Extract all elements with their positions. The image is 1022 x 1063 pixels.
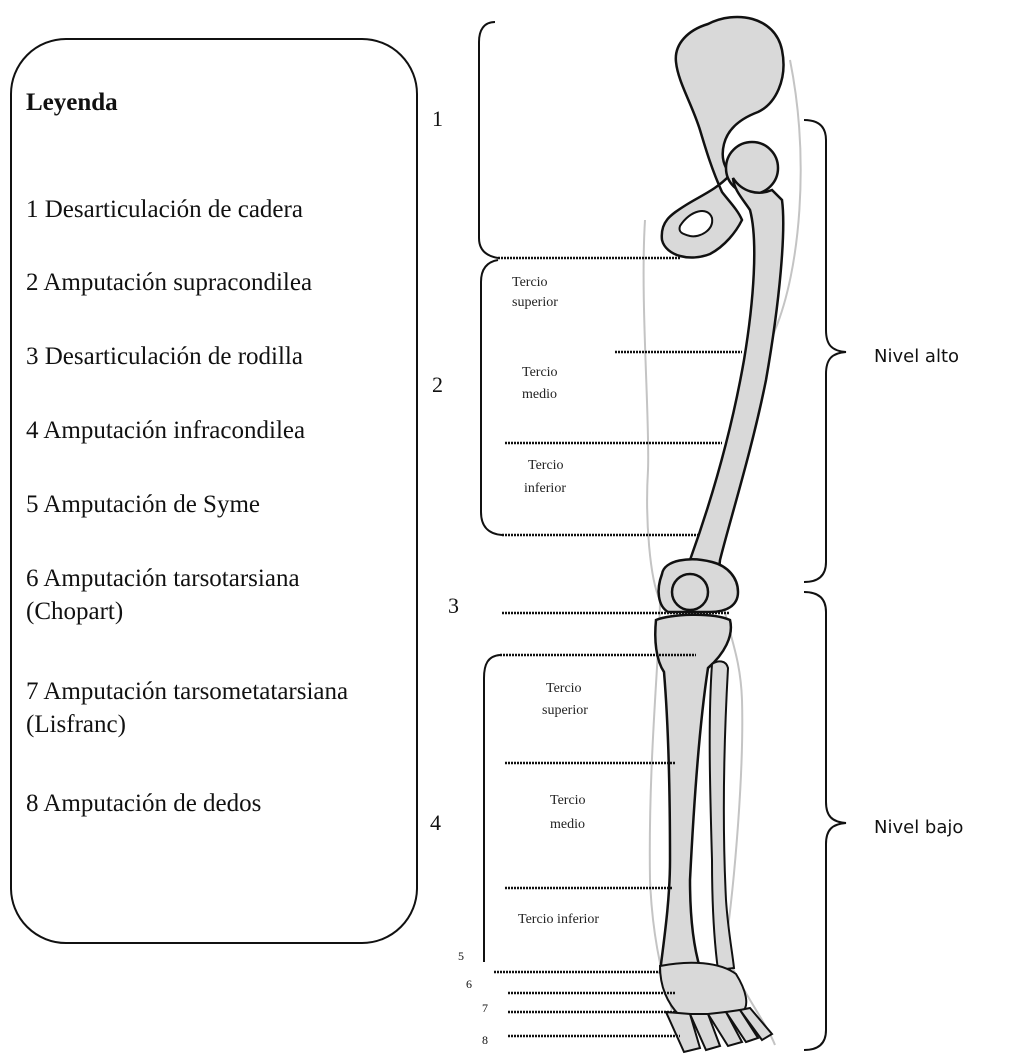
- level-low-label: Nivel bajo: [874, 817, 963, 838]
- femur-lower-third-line2: inferior: [524, 481, 566, 496]
- femur-middle-third-line1: Tercio: [522, 365, 558, 380]
- femur-middle-third-line2: medio: [522, 387, 557, 402]
- level-number-7: 7: [482, 1001, 488, 1015]
- femur-upper-third-line2: superior: [512, 295, 558, 310]
- tibia-lower-third: Tercio inferior: [518, 912, 599, 927]
- bracket-level-1: [479, 22, 498, 258]
- brace-level-high: [804, 120, 846, 582]
- level-number-6: 6: [466, 977, 472, 991]
- level-number-5: 5: [458, 949, 464, 963]
- bracket-level-2: [481, 260, 502, 535]
- tibia-middle-third-line1: Tercio: [550, 793, 586, 808]
- tibia-upper-third-line1: Tercio: [546, 681, 582, 696]
- level-number-2: 2: [432, 372, 443, 397]
- level-high-label: Nivel alto: [874, 346, 959, 367]
- level-number-1: 1: [432, 106, 443, 131]
- tibia-middle-third-line2: medio: [550, 817, 585, 832]
- tibia-upper-third-line2: superior: [542, 703, 588, 718]
- femur-upper-third-line1: Tercio: [512, 275, 548, 290]
- level-number-4: 4: [430, 810, 441, 835]
- femur-lower-third-line1: Tercio: [528, 458, 564, 473]
- tibia-fibula-bones: [655, 615, 734, 972]
- brace-level-low: [804, 592, 846, 1050]
- level-number-8: 8: [482, 1033, 488, 1047]
- level-number-3: 3: [448, 593, 459, 618]
- bracket-level-4: [484, 655, 500, 962]
